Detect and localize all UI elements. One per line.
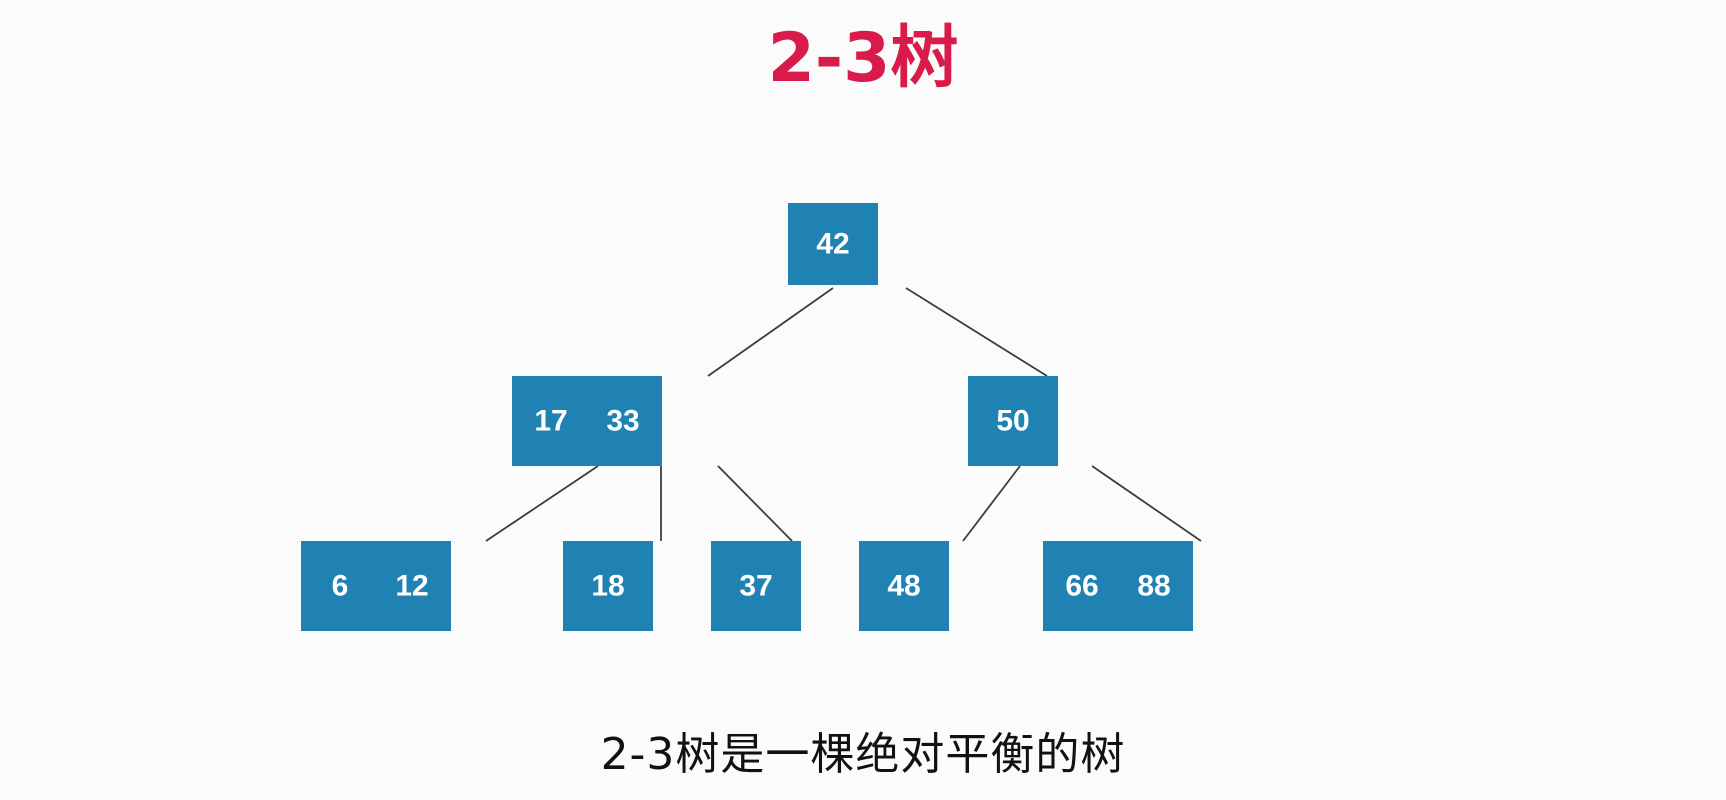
tree-node-key: 12	[395, 570, 428, 603]
tree-node-box	[301, 541, 451, 631]
tree-node-37: 37	[711, 541, 801, 631]
tree-node-66-88: 66 88	[1043, 541, 1193, 631]
tree-node-50: 50	[968, 376, 1058, 466]
tree-node-key: 48	[887, 570, 920, 603]
tree-node-key: 18	[591, 570, 624, 603]
tree-node-6-12: 6 12	[301, 541, 451, 631]
page-title: 2-3树	[767, 19, 959, 98]
tree-node-42: 42	[788, 203, 878, 285]
tree-edge-n42-n50	[905, 287, 1048, 377]
tree-edge-n50-n66_88	[1091, 465, 1202, 542]
tree-node-key: 50	[996, 405, 1029, 438]
tree-edge-n42-n17_33	[707, 287, 834, 377]
tree-node-box	[711, 541, 801, 631]
tree-node-key: 6	[332, 570, 349, 603]
tree-node-box	[859, 541, 949, 631]
tree-node-box	[968, 376, 1058, 466]
tree-edge-n17_33-n6_12	[485, 465, 599, 542]
tree-node-box	[1043, 541, 1193, 631]
tree-node-key: 17	[534, 405, 567, 438]
tree-node-box	[788, 203, 878, 285]
caption: 2-3树是一棵绝对平衡的树	[600, 729, 1126, 780]
tree-node-key: 88	[1137, 570, 1170, 603]
tree-edge-n50-n48	[962, 465, 1021, 542]
tree-node-18: 18	[563, 541, 653, 631]
tree-node-key: 37	[739, 570, 772, 603]
tree-node-box	[512, 376, 662, 466]
tree-node-key: 33	[606, 405, 639, 438]
tree-edges	[485, 287, 1202, 542]
tree-node-key: 42	[816, 228, 849, 261]
tree-node-key: 66	[1065, 570, 1098, 603]
tree-edge-n17_33-n37	[717, 465, 793, 542]
tree-node-48: 48	[859, 541, 949, 631]
tree-node-box	[563, 541, 653, 631]
